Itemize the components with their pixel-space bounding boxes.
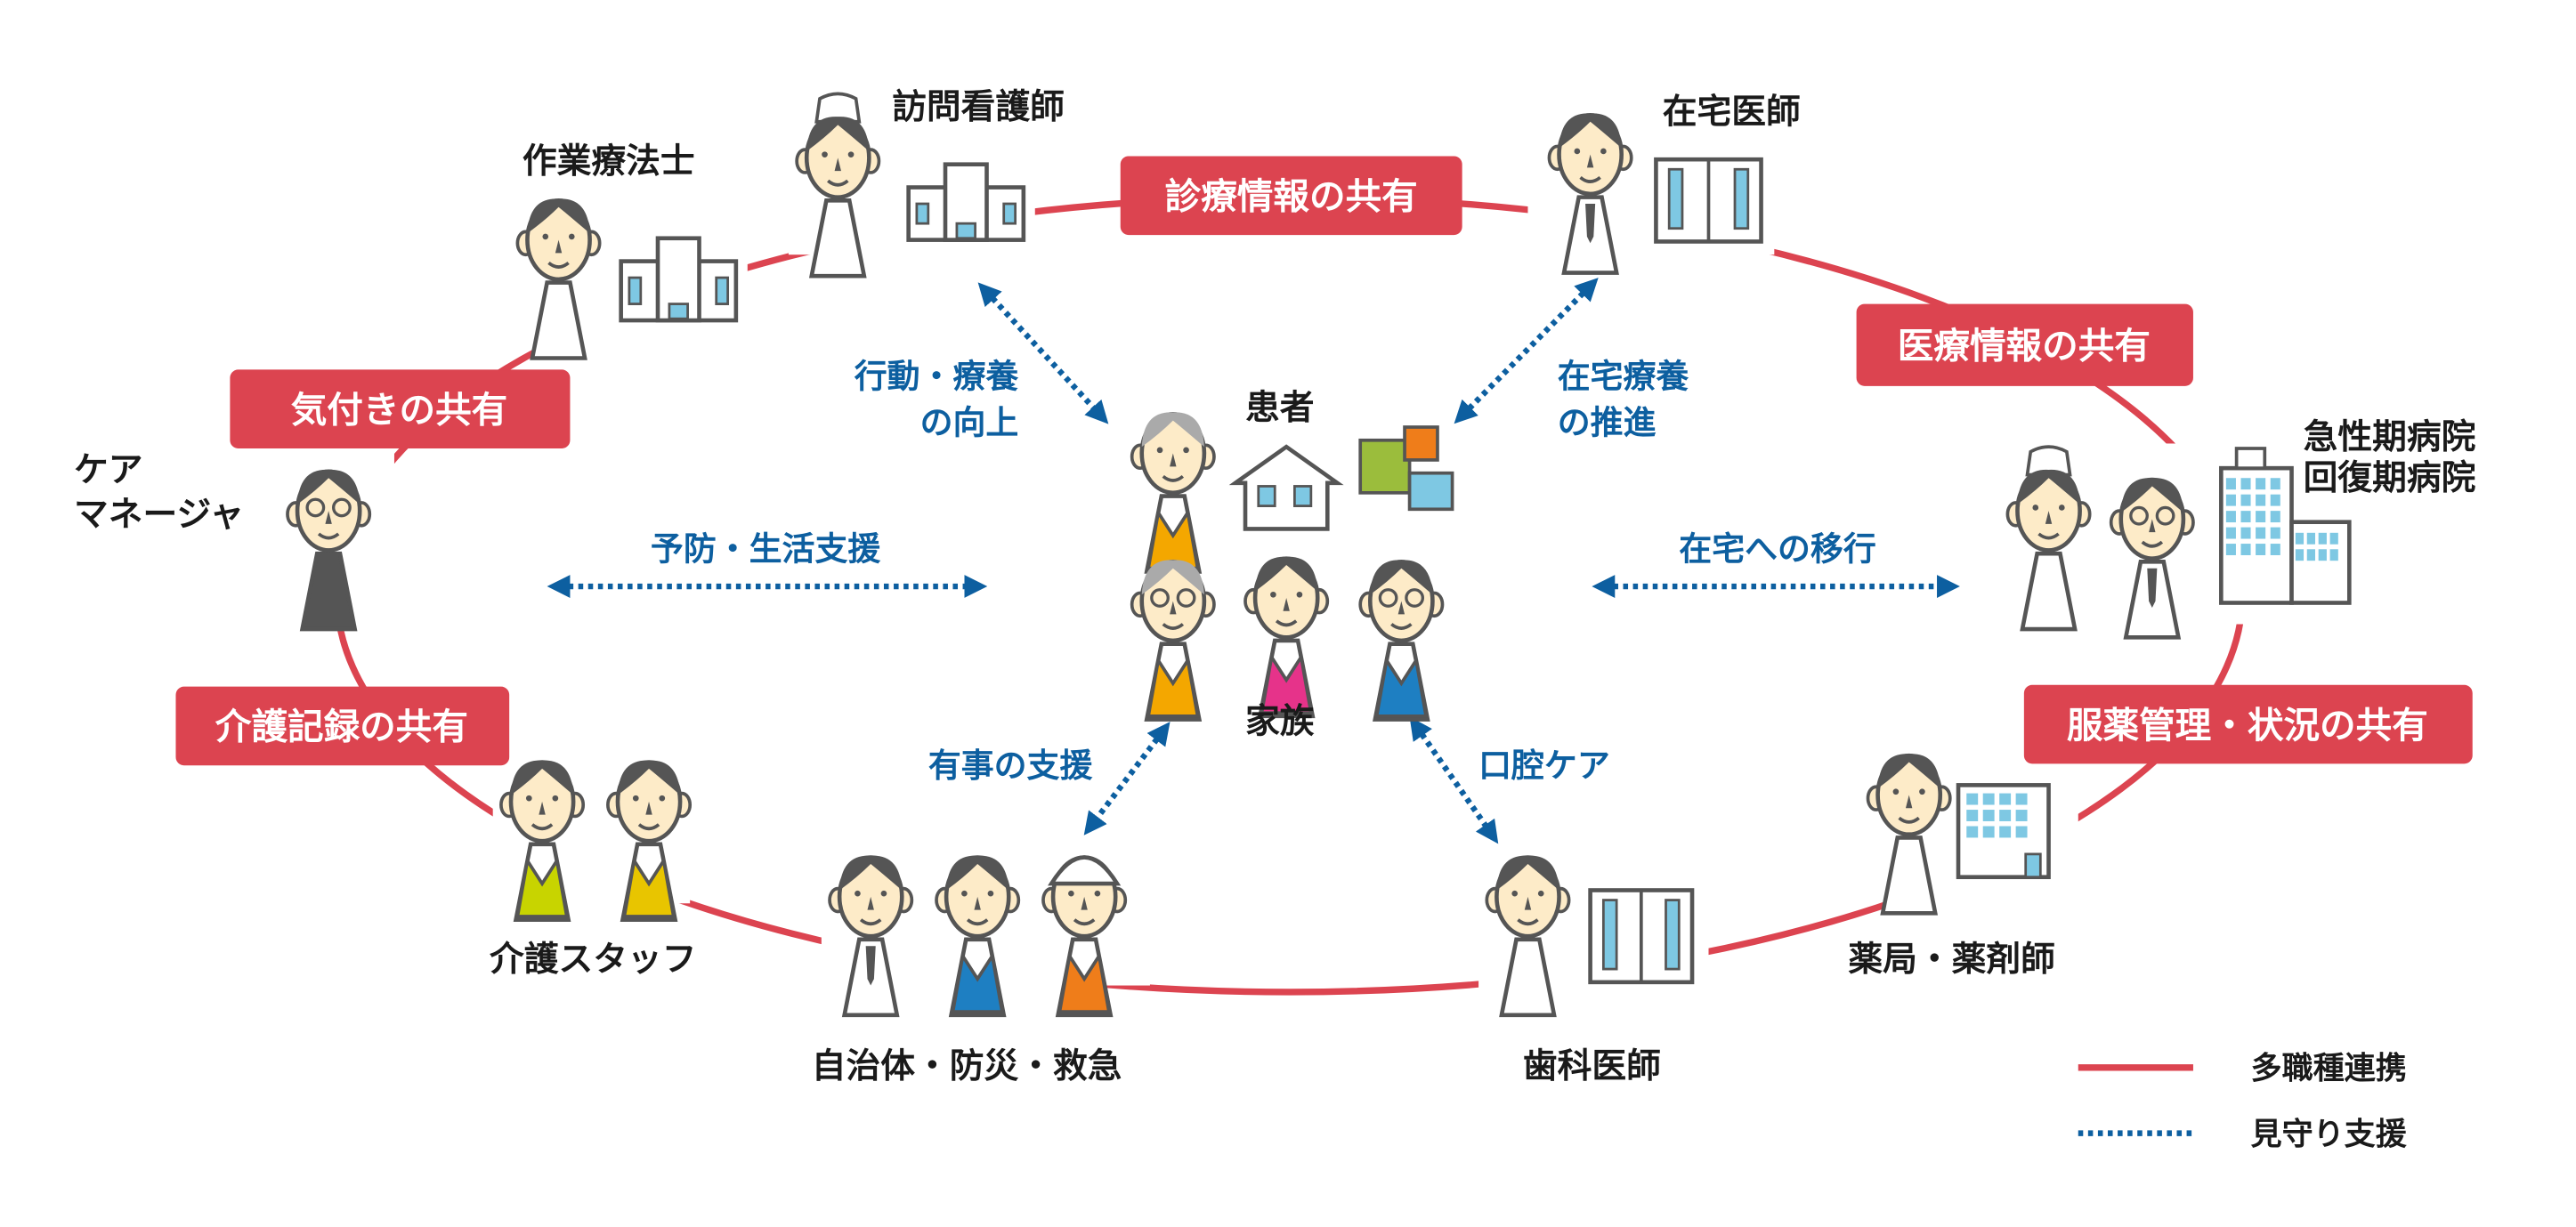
care-staff-figure: [499, 760, 586, 923]
label-municipality: 自治体・防災・救急: [812, 1047, 1122, 1086]
arrow-behavior: [977, 282, 1109, 424]
dentist-figure: [1485, 855, 1571, 1018]
label-care-staff: 介護スタッフ: [490, 940, 697, 979]
sharing-box-medication: 服薬管理・状況の共有: [2023, 684, 2473, 764]
support-emergency: 有事の支援: [928, 747, 1094, 784]
occupational-therapist-figure: [515, 198, 602, 360]
sharing-box-awareness: 気付きの共有: [230, 369, 571, 449]
family-grandfather-figure: [1130, 560, 1216, 722]
municipal-staff-figure: [828, 855, 914, 1018]
label-visiting-nurse: 訪問看護師: [892, 88, 1065, 126]
label-care-manager-1: ケア: [74, 451, 142, 489]
hospital-building-icon: [906, 162, 1026, 242]
care-manager-figure: [286, 469, 372, 632]
chat-bubbles-icon: [1358, 425, 1454, 512]
sharing-label: 診療情報の共有: [1165, 176, 1418, 217]
hospital-nurse-figure: [2005, 445, 2092, 632]
label-patient: 患者: [1245, 389, 1315, 427]
sharing-box-medical: 医療情報の共有: [1856, 303, 2193, 386]
sharing-box-clinical: 診療情報の共有: [1120, 156, 1462, 236]
hospital-building-icon: [619, 236, 739, 323]
patient-figure: [1130, 411, 1216, 574]
disaster-staff-figure: [935, 855, 1021, 1018]
home-icon: [1228, 444, 1344, 531]
label-pharmacy: 薬局・薬剤師: [1848, 940, 2055, 979]
label-acute-hospital: 急性期病院: [2304, 418, 2476, 456]
hospital-building-icon: [2219, 447, 2352, 605]
arrow-home-care: [1454, 278, 1599, 424]
hospital-doctor-figure: [2109, 477, 2195, 640]
legend: 多職種連携 見守り支援: [2078, 1052, 2408, 1152]
label-occupational-therapist: 作業療法士: [522, 142, 695, 181]
label-recovery-hospital: 回復期病院: [2304, 459, 2476, 497]
sharing-label: 服薬管理・状況の共有: [2067, 705, 2428, 746]
sharing-label: 介護記録の共有: [215, 706, 468, 747]
support-home-care-2: の推進: [1558, 404, 1657, 440]
arrow-oral-care: [1409, 716, 1499, 844]
family-father-figure: [1358, 560, 1445, 722]
support-home-care-1: 在宅療養: [1558, 359, 1689, 395]
pharmacy-building-icon: [1956, 783, 2051, 880]
legend-label-monitoring: 見守り支援: [2251, 1118, 2408, 1152]
sharing-label: 気付きの共有: [291, 389, 508, 430]
sharing-label: 医療情報の共有: [1898, 325, 2151, 366]
arrow-emergency: [1083, 722, 1171, 835]
support-prevention: 予防・生活支援: [651, 531, 881, 568]
clinic-building-icon: [1588, 888, 1695, 985]
pharmacist-figure: [1866, 753, 1952, 916]
support-behavior-1: 行動・療養: [855, 359, 1019, 395]
sharing-box-care-records: 介護記録の共有: [175, 686, 510, 766]
family-mother-figure: [1243, 556, 1330, 719]
clinic-building-icon: [1654, 157, 1763, 244]
support-oral-care: 口腔ケア: [1478, 747, 1610, 784]
label-care-manager-2: マネージャ: [74, 496, 244, 534]
emergency-staff-figure: [1041, 855, 1128, 1018]
label-dentist: 歯科医師: [1523, 1047, 1661, 1086]
support-behavior-2: の向上: [920, 404, 1019, 440]
care-staff-figure: [606, 760, 693, 923]
label-home-doctor: 在宅医師: [1663, 93, 1801, 132]
legend-label-multi-profession: 多職種連携: [2251, 1052, 2407, 1086]
home-doctor-figure: [1547, 113, 1633, 275]
label-family: 家族: [1245, 702, 1315, 740]
support-transition: 在宅への移行: [1679, 531, 1875, 568]
visiting-nurse-figure: [795, 92, 881, 278]
